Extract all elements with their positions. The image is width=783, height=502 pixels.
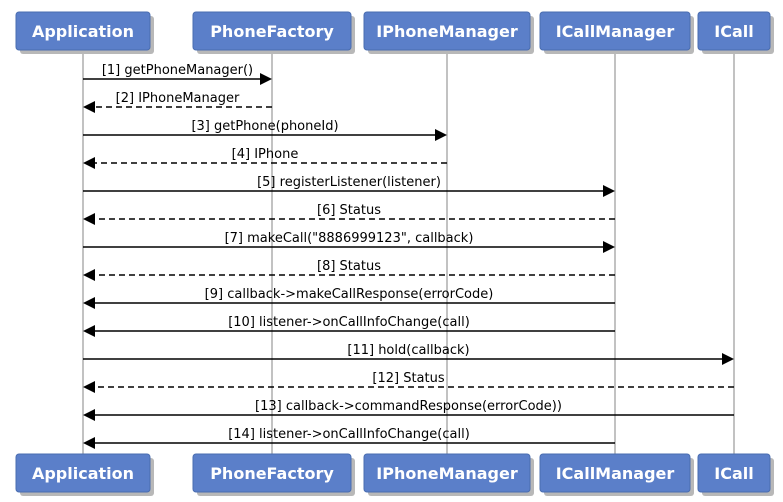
box-body [697, 453, 771, 493]
arrow-head [83, 213, 95, 225]
participant-app-bottom: Application [15, 453, 154, 496]
message-label: [12] Status [372, 371, 444, 386]
message-label: [7] makeCall("8886999123", callback) [225, 231, 474, 246]
message-label: [10] listener->onCallInfoChange(call) [228, 315, 470, 330]
participant-label: IPhoneManager [376, 464, 518, 483]
message-label: [8] Status [317, 259, 381, 274]
participant-icall-top: ICall [697, 11, 774, 54]
participant-factory-bottom: PhoneFactory [192, 453, 355, 496]
arrow-head [83, 269, 95, 281]
participant-label: ICall [714, 464, 753, 483]
participant-factory-top: PhoneFactory [192, 11, 355, 54]
participant-icall-bottom: ICall [697, 453, 774, 496]
message-label: [1] getPhoneManager() [102, 63, 253, 78]
arrow-head [260, 73, 272, 85]
message-3: [3] getPhone(phoneId) [83, 119, 447, 141]
lifelines [82, 50, 735, 454]
box-body [15, 453, 151, 493]
arrow-head [603, 241, 615, 253]
box-body [15, 11, 151, 51]
message-label: [2] IPhoneManager [116, 91, 240, 106]
participant-boxes: ApplicationApplicationPhoneFactoryPhoneF… [15, 11, 774, 496]
message-11: [11] hold(callback) [83, 343, 734, 365]
participant-label: Application [32, 464, 134, 483]
arrow-head [83, 381, 95, 393]
message-14: [14] listener->onCallInfoChange(call) [83, 427, 615, 449]
message-label: [9] callback->makeCallResponse(errorCode… [205, 287, 494, 302]
box-body [192, 11, 352, 51]
message-label: [14] listener->onCallInfoChange(call) [228, 427, 470, 442]
messages: [1] getPhoneManager() [2] IPhoneManager [3… [83, 63, 734, 449]
arrow-head [83, 409, 95, 421]
message-10: [10] listener->onCallInfoChange(call) [83, 315, 615, 337]
participant-label: ICallManager [556, 22, 675, 41]
message-label: [6] Status [317, 203, 381, 218]
message-4: [4] IPhone [83, 147, 447, 169]
message-2: [2] IPhoneManager [83, 91, 272, 113]
participant-callmgr-top: ICallManager [539, 11, 694, 54]
arrow-head [435, 129, 447, 141]
message-8: [8] Status [83, 259, 615, 281]
participant-app-top: Application [15, 11, 154, 54]
participant-callmgr-bottom: ICallManager [539, 453, 694, 496]
message-1: [1] getPhoneManager() [83, 63, 272, 85]
participant-label: IPhoneManager [376, 22, 518, 41]
arrow-head [603, 185, 615, 197]
message-13: [13] callback->commandResponse(errorCode… [83, 399, 734, 421]
arrow-head [83, 325, 95, 337]
arrow-head [83, 437, 95, 449]
arrow-head [722, 353, 734, 365]
box-body [539, 11, 691, 51]
arrow-head [83, 101, 95, 113]
message-label: [11] hold(callback) [347, 343, 469, 358]
message-label: [3] getPhone(phoneId) [191, 119, 338, 134]
box-body [192, 453, 352, 493]
message-5: [5] registerListener(listener) [83, 175, 615, 197]
message-6: [6] Status [83, 203, 615, 225]
participant-phonemgr-top: IPhoneManager [363, 11, 534, 54]
participant-label: ICallManager [556, 464, 675, 483]
participant-label: Application [32, 22, 134, 41]
message-label: [5] registerListener(listener) [257, 175, 441, 190]
message-7: [7] makeCall("8886999123", callback) [83, 231, 615, 253]
participant-label: ICall [714, 22, 753, 41]
arrow-head [83, 297, 95, 309]
participant-label: PhoneFactory [210, 22, 334, 41]
participant-label: PhoneFactory [210, 464, 334, 483]
arrow-head [83, 157, 95, 169]
box-body [697, 11, 771, 51]
box-body [363, 11, 531, 51]
box-body [539, 453, 691, 493]
message-12: [12] Status [83, 371, 734, 393]
message-label: [4] IPhone [232, 147, 299, 162]
message-9: [9] callback->makeCallResponse(errorCode… [83, 287, 615, 309]
box-body [363, 453, 531, 493]
participant-phonemgr-bottom: IPhoneManager [363, 453, 534, 496]
message-label: [13] callback->commandResponse(errorCode… [255, 399, 562, 414]
